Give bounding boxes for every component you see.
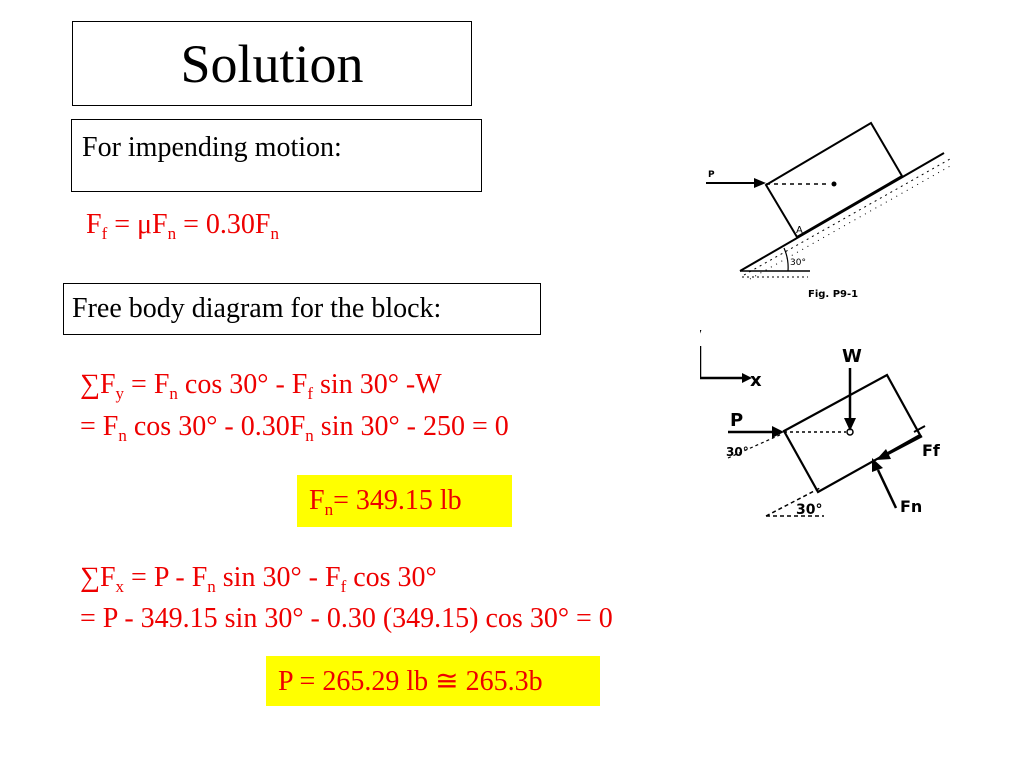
w-label: W [842, 346, 862, 367]
center-dot [831, 181, 837, 187]
friction-equation: Ff = μFn = 0.30Fn [86, 209, 279, 243]
impending-motion-box: For impending motion: [71, 119, 482, 192]
base-angle-label: 30° [796, 502, 822, 518]
free-body-diagram-figure: y x W P 30° Ff Fn 30° [700, 324, 941, 518]
free-body-diagram-box: Free body diagram for the block: [63, 283, 541, 335]
ff-force-line [883, 434, 923, 458]
impending-motion-label: For impending motion: [82, 132, 342, 163]
fbd-block [782, 373, 922, 494]
p-force-arrowhead [754, 178, 766, 188]
sum-fx-line1: ∑Fx = P - Fn sin 30° - Ff cos 30° [80, 562, 437, 596]
ff-label: Ff [922, 441, 941, 460]
sum-fy-line2: = Fn cos 30° - 0.30Fn sin 30° - 250 = 0 [80, 411, 509, 445]
incline-figure: P A 30° Fig. P9-1 [706, 121, 953, 300]
incline-angle-label: 30° [790, 258, 806, 268]
corner-a-label: A [796, 225, 803, 236]
sum-fy-line1: ∑Fy = Fn cos 30° - Ff sin 30° -W [80, 369, 442, 403]
w-force-arrowhead [844, 418, 856, 431]
sum-fx-line2: = P - 349.15 sin 30° - 0.30 (349.15) cos… [80, 603, 613, 634]
figure-caption: Fig. P9-1 [808, 289, 858, 300]
angle-arc [783, 247, 789, 272]
block [764, 121, 904, 239]
fn-label: Fn [900, 497, 922, 516]
title-box: Solution [72, 21, 472, 106]
free-body-diagram-label: Free body diagram for the block: [72, 293, 442, 324]
p-label: P [708, 170, 715, 180]
fbd-p-label: P [730, 410, 743, 431]
fn-result-highlight: Fn= 349.15 lb [297, 475, 512, 527]
p-force-arrowhead [772, 426, 784, 438]
page-title: Solution [180, 34, 364, 94]
fn-force-line [876, 469, 898, 509]
p-angle-label: 30° [726, 445, 749, 459]
x-axis-label: x [750, 370, 762, 391]
ff-force-arrowhead [876, 449, 891, 460]
y-axis-label: y [700, 324, 702, 345]
fn-force-arrowhead [872, 458, 883, 472]
p-result-highlight: P = 265.29 lb ≅ 265.3b [266, 656, 600, 706]
